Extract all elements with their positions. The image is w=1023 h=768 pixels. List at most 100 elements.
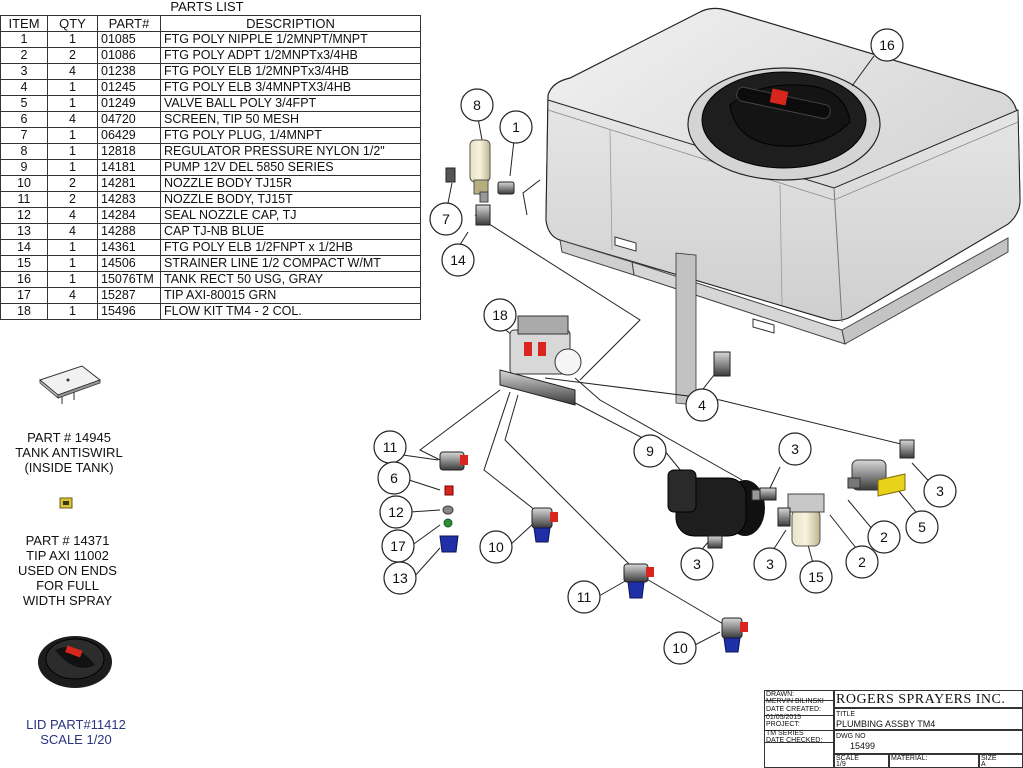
callout-circle bbox=[383, 561, 417, 595]
callout-label: 4 bbox=[698, 397, 706, 413]
antiswirl-location: (INSIDE TANK) bbox=[24, 460, 114, 475]
cell-part-number: 15287 bbox=[97, 287, 161, 304]
callout-circle bbox=[663, 631, 697, 665]
ball-valve bbox=[847, 459, 906, 497]
dwg-number: 15499 bbox=[850, 741, 876, 751]
callout-19: 2 bbox=[845, 545, 879, 579]
callout-circle bbox=[845, 545, 879, 579]
cell-description: FLOW KIT TM4 - 2 COL. bbox=[160, 303, 421, 320]
antiswirl-name: TANK ANTISWIRL bbox=[15, 445, 123, 460]
tip-part: PART # 14371 bbox=[25, 533, 110, 548]
callout-circle bbox=[441, 243, 475, 277]
callout-16: 2 bbox=[867, 520, 901, 554]
date-checked-label: DATE CHECKED: bbox=[766, 737, 823, 744]
callout-label: 12 bbox=[388, 504, 404, 520]
callout-8: 6 bbox=[377, 461, 411, 495]
callout-label: 3 bbox=[791, 441, 799, 457]
cell-description: FTG POLY ELB 1/2FNPT x 1/2HB bbox=[160, 239, 421, 256]
size-value: A bbox=[981, 761, 986, 768]
project-name: TM SERIES bbox=[766, 730, 804, 737]
cell-description: TANK RECT 50 USG, GRAY bbox=[160, 271, 421, 288]
callout-label: 10 bbox=[672, 640, 688, 656]
plug-fitting bbox=[445, 167, 456, 183]
callout-circle bbox=[633, 434, 667, 468]
callout-label: 14 bbox=[450, 252, 466, 268]
title-block: DRAWN: MERVIN BILINSKI DATE CREATED: 01/… bbox=[764, 690, 1023, 768]
callout-14: 3 bbox=[778, 432, 812, 466]
elbow-fitting-3 bbox=[707, 439, 915, 549]
callout-circle bbox=[429, 202, 463, 236]
pump bbox=[667, 469, 775, 537]
callout-circle bbox=[479, 530, 513, 564]
scale-value: 1/9 bbox=[836, 761, 846, 768]
callout-circle bbox=[377, 461, 411, 495]
cell-description: FTG POLY ADPT 1/2MNPTx3/4HB bbox=[160, 47, 421, 64]
cell-part-number: 01085 bbox=[97, 31, 161, 48]
cell-description: FTG POLY ELB 3/4MNPTX3/4HB bbox=[160, 79, 421, 96]
callout-17: 15 bbox=[799, 560, 833, 594]
nozzle-parts-stack bbox=[439, 485, 459, 553]
antiswirl-part: PART # 14945 bbox=[27, 430, 111, 445]
scale-label: SCALE bbox=[836, 755, 859, 762]
callout-circle bbox=[753, 547, 787, 581]
nozzle-body-10-top bbox=[531, 507, 558, 543]
callout-circle bbox=[923, 474, 957, 508]
antiswirl-icon bbox=[38, 365, 102, 404]
callout-circle bbox=[680, 547, 714, 581]
dwg-label: DWG NO bbox=[836, 733, 866, 740]
flow-kit bbox=[499, 315, 582, 406]
callout-circle bbox=[567, 580, 601, 614]
title-label: TITLE bbox=[836, 711, 856, 718]
callout-9: 12 bbox=[379, 495, 413, 529]
callout-label: 3 bbox=[936, 483, 944, 499]
tip-usage-1: USED ON ENDS bbox=[18, 563, 117, 578]
nozzle-body-10-bottom bbox=[721, 617, 748, 653]
callout-23: 10 bbox=[663, 631, 697, 665]
callout-label: 1 bbox=[512, 119, 520, 135]
tank-sight-gauge bbox=[675, 252, 697, 406]
callout-label: 15 bbox=[808, 569, 824, 585]
parts-list-title: PARTS LIST bbox=[170, 0, 244, 14]
nozzle-body-11-top bbox=[439, 451, 468, 471]
size-label: SIZE bbox=[981, 755, 997, 762]
callout-1: 8 bbox=[460, 88, 494, 122]
cell-part-number: 01245 bbox=[97, 79, 161, 96]
callout-circle bbox=[460, 88, 494, 122]
callout-10: 17 bbox=[381, 529, 415, 563]
cell-part-number: 15076TM bbox=[97, 271, 161, 288]
callout-label: 3 bbox=[766, 556, 774, 572]
cell-description: SEAL NOZZLE CAP, TJ bbox=[160, 207, 421, 224]
tip-usage-3: WIDTH SPRAY bbox=[22, 593, 113, 608]
cell-part-number: 14288 bbox=[97, 223, 161, 240]
callout-5: 18 bbox=[483, 298, 517, 332]
callout-0: 16 bbox=[870, 28, 904, 62]
callout-label: 16 bbox=[879, 37, 895, 53]
drawn-by: MERVIN BILINSKI bbox=[766, 698, 824, 705]
callout-label: 18 bbox=[492, 307, 508, 323]
callout-circle bbox=[905, 510, 939, 544]
callout-12: 10 bbox=[479, 530, 513, 564]
cell-part-number: 01086 bbox=[97, 47, 161, 64]
date-created: 01/05/2015 bbox=[766, 714, 802, 721]
cell-description: REGULATOR PRESSURE NYLON 1/2" bbox=[160, 143, 421, 160]
callout-2: 1 bbox=[499, 110, 533, 144]
callout-circle bbox=[870, 28, 904, 62]
callout-circle bbox=[499, 110, 533, 144]
cell-description: VALVE BALL POLY 3/4FPT bbox=[160, 95, 421, 112]
lid-note: LID PART#11412 SCALE 1/20 bbox=[0, 717, 152, 747]
cell-description: CAP TJ-NB BLUE bbox=[160, 223, 421, 240]
